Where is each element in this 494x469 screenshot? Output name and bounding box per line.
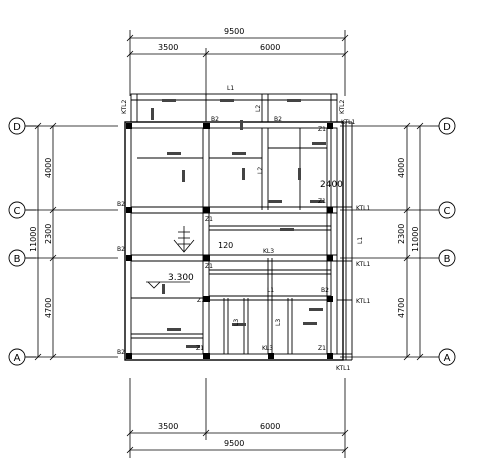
axis-label-left-a: A (14, 353, 21, 364)
label-ktl2-right: KTL2 (339, 100, 346, 114)
dim-top-total: 9500 (224, 27, 244, 36)
label-z1-1: Z1 (318, 126, 326, 133)
axis-label-left-c: C (14, 206, 21, 217)
label-l3-b: L3 (275, 319, 282, 326)
label-ktl1-c: KTL1 (356, 205, 370, 212)
label-z1-3: Z1 (205, 216, 213, 223)
dim-bottom-total: 9500 (224, 439, 244, 448)
label-ktl1-d: KTL1 (341, 119, 355, 126)
axis-label-right-d: D (443, 122, 451, 133)
label-z1-4: Z1 (205, 263, 213, 270)
axis-label-right-a: A (444, 353, 451, 364)
bottom-dimensions (126, 378, 349, 458)
dim-bottom-right: 6000 (260, 422, 280, 431)
right-cantilever (320, 121, 353, 361)
elevation-label: 3.300 (168, 273, 194, 283)
label-stair-120: 120 (218, 241, 233, 250)
label-b2-3: B2 (117, 201, 125, 208)
dim-left-b-a: 4700 (44, 298, 53, 318)
label-l1-top: L1 (227, 85, 234, 92)
label-z1-6: Z1 (197, 297, 205, 304)
stair (173, 226, 195, 253)
label-kl3: KL3 (263, 248, 274, 255)
dim-top-left: 3500 (158, 43, 178, 52)
label-l1-mid: L1 (267, 287, 274, 294)
label-b2-2: B2 (274, 116, 282, 123)
horizontal-beams (131, 147, 337, 339)
columns (126, 123, 333, 359)
dim-left-c-b: 2300 (44, 224, 53, 244)
label-l3-a: L3 (233, 319, 240, 326)
axis-label-right-b: B (444, 254, 451, 265)
dim-top-right: 6000 (260, 43, 280, 52)
left-dimensions (26, 122, 118, 361)
axis-label-left-d: D (13, 122, 21, 133)
axis-label-right-c: C (444, 206, 451, 217)
label-b2-5: B2 (117, 349, 125, 356)
dim-left-total: 11000 (29, 227, 38, 252)
label-z1-7: Z1 (318, 345, 326, 352)
label-ktl2-left: KTL2 (121, 100, 128, 114)
label-kl3-bottom: KL3 (262, 345, 273, 352)
dim-right-total: 11000 (411, 227, 420, 252)
label-ktl1-mid: KTL1 (356, 298, 370, 305)
label-l2-mid: L2 (257, 167, 264, 174)
dim-right-b-a: 4700 (397, 298, 406, 318)
right-dimensions (340, 122, 430, 361)
label-b2-6: B2 (321, 287, 329, 294)
beam-tag-marks (151, 99, 326, 348)
label-l1-right: L1 (357, 237, 364, 244)
label-ktl1-a: KTL1 (336, 365, 350, 372)
label-z1-5: Z1 (196, 345, 204, 352)
elevation-marker (146, 281, 190, 289)
dim-left-d-c: 4000 (44, 158, 53, 178)
label-dim-2400: 2400 (320, 180, 343, 190)
label-z1-2: Z1 (318, 198, 326, 205)
label-b2-1: B2 (211, 116, 219, 123)
top-dimensions (126, 30, 349, 96)
axis-label-left-b: B (14, 254, 21, 265)
axis-bubbles (8, 117, 456, 366)
label-b2-4: B2 (117, 246, 125, 253)
label-l2-small: L2 (255, 105, 262, 112)
dim-right-d-c: 4000 (397, 158, 406, 178)
axis-leader-lines (25, 125, 439, 358)
dim-bottom-left: 3500 (158, 422, 178, 431)
label-ktl1-b: KTL1 (356, 261, 370, 268)
top-cantilever (130, 93, 338, 123)
dim-right-c-b: 2300 (397, 224, 406, 244)
